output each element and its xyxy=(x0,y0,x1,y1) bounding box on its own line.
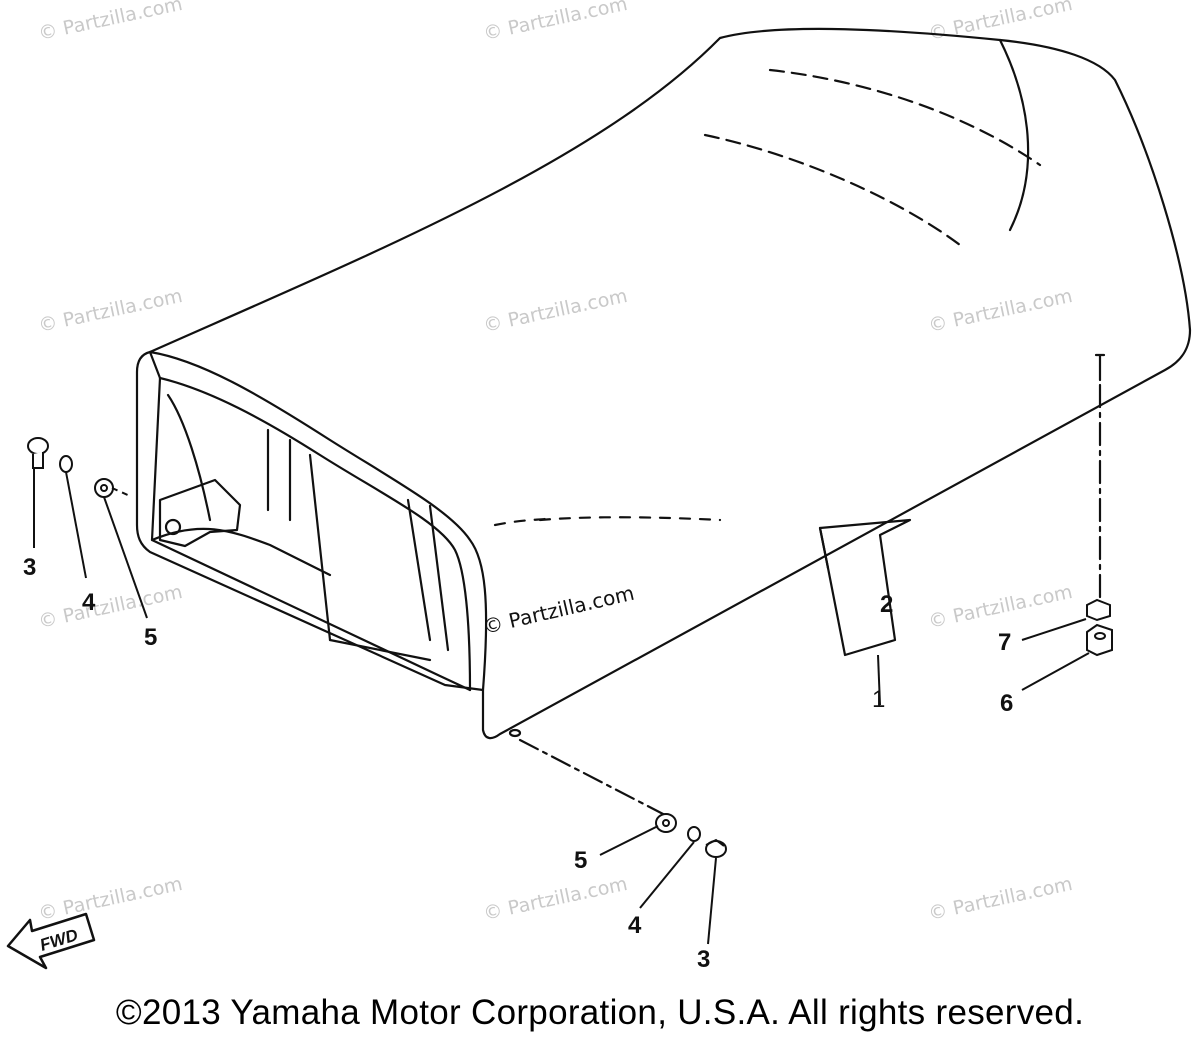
bolt-left xyxy=(27,437,49,469)
watermark: © Partzilla.com xyxy=(926,285,1074,337)
nut-6 xyxy=(1086,623,1113,657)
copyright-notice: ©2013 Yamaha Motor Corporation, U.S.A. A… xyxy=(115,993,1085,1032)
callout-1: 1 xyxy=(872,686,885,713)
nut-7 xyxy=(1086,598,1111,622)
watermark: © Partzilla.com xyxy=(926,0,1074,45)
watermark: © Partzilla.com xyxy=(36,873,184,925)
callout-5-bottom: 5 xyxy=(574,847,587,874)
lock-washer-bottom xyxy=(687,826,701,842)
watermark: © Partzilla.com xyxy=(36,285,184,337)
watermark: © Partzilla.com xyxy=(926,873,1074,925)
center-watermark: © Partzilla.com xyxy=(481,581,637,639)
seat-outline xyxy=(135,27,1192,740)
hardware xyxy=(27,437,1113,858)
callout-3-bottom: 3 xyxy=(697,946,710,973)
callout-4: 4 xyxy=(82,589,96,616)
watermark: © Partzilla.com xyxy=(926,581,1074,633)
seat-assembly xyxy=(135,27,1192,817)
callouts: 3 4 5 2 1 7 6 5 4 3 xyxy=(23,554,1013,973)
leader-lines xyxy=(33,468,1090,945)
callout-5: 5 xyxy=(144,624,157,651)
callout-7: 7 xyxy=(998,629,1011,656)
seat-strap xyxy=(818,518,912,657)
watermark: © Partzilla.com xyxy=(481,285,629,337)
watermark: © Partzilla.com xyxy=(36,581,184,633)
callout-2: 2 xyxy=(880,591,893,618)
watermarks: © Partzilla.com © Partzilla.com © Partzi… xyxy=(36,0,1074,925)
watermark: © Partzilla.com xyxy=(481,873,629,925)
lock-washer-left xyxy=(59,455,73,473)
watermark: © Partzilla.com xyxy=(481,0,629,45)
callout-3: 3 xyxy=(23,554,36,581)
callout-4-bottom: 4 xyxy=(628,912,642,939)
bolt-bottom xyxy=(705,838,727,858)
callout-6: 6 xyxy=(1000,690,1013,717)
watermark: © Partzilla.com xyxy=(36,0,184,45)
